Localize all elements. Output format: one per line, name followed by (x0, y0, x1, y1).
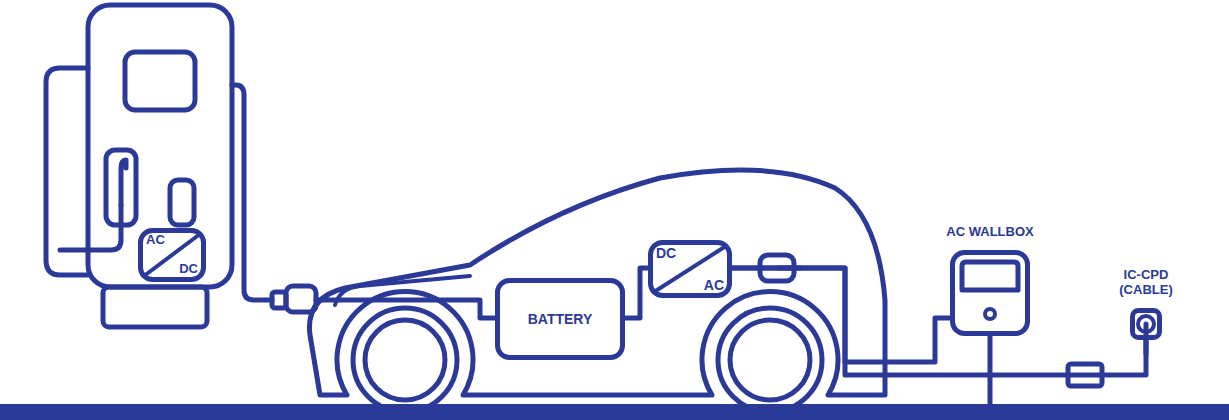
station-base (103, 287, 207, 327)
battery-box: BATTERY (495, 278, 625, 360)
cable (46, 68, 88, 275)
wire-connector (732, 268, 1146, 375)
box-label: DC (179, 262, 198, 277)
device-label: AC WALLBOX (946, 225, 1033, 240)
wheel (353, 308, 457, 412)
cable (988, 336, 993, 404)
wire-connector (732, 268, 950, 362)
box-label: AC (146, 233, 165, 248)
box-outline (1130, 308, 1162, 340)
box-label: AC (704, 277, 724, 293)
box-outline (950, 250, 1030, 336)
ground-bar (0, 404, 1229, 420)
car-body (309, 170, 885, 395)
holster (170, 180, 194, 225)
cable (60, 205, 121, 250)
converter-box: DC AC (648, 240, 732, 298)
wallbox: AC WALLBOX (950, 250, 1030, 336)
converter-box: AC DC (138, 228, 206, 282)
wire-connector (625, 268, 648, 318)
box-label: DC (656, 245, 676, 261)
station-display (125, 52, 195, 110)
car-line (335, 276, 470, 305)
device-label: IC-CPD (CABLE) (1110, 268, 1182, 298)
wheel (718, 308, 822, 412)
charging-station (88, 5, 232, 287)
cable (232, 85, 272, 300)
socket: IC-CPD (CABLE) (1130, 308, 1162, 340)
box-label: BATTERY (528, 311, 593, 327)
wheel-rim (365, 320, 445, 400)
plug-handle (121, 160, 126, 205)
wheel-rim (730, 320, 810, 400)
